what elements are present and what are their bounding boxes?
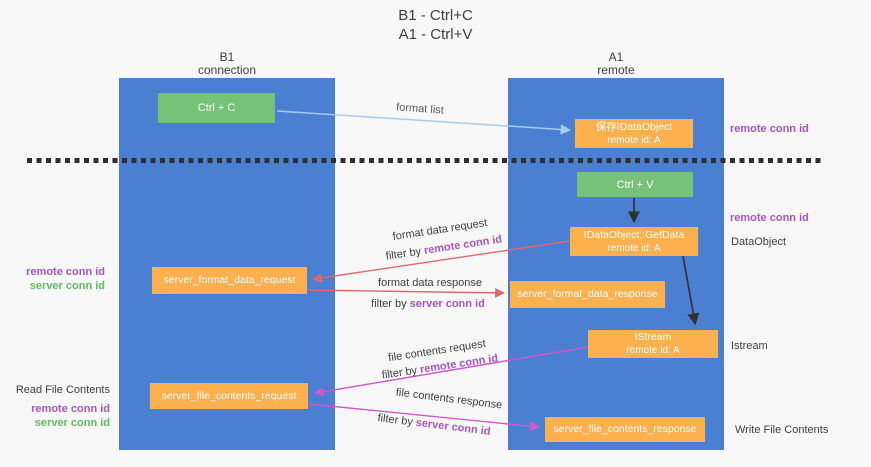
save-dataobject-line1: 保存IDataObject bbox=[595, 120, 673, 133]
left-conn-id-block-2: Read File Contents remote conn id server… bbox=[15, 383, 110, 430]
filter-remote-conn-id-1: remote conn id bbox=[423, 233, 503, 257]
istream-line1: IStream bbox=[634, 331, 672, 343]
server-file-contents-request-box: server_file_contents_request bbox=[150, 383, 308, 409]
server-format-data-request-box: server_format_data_request bbox=[152, 267, 307, 294]
left-server-conn-id-1: server conn id bbox=[29, 280, 105, 292]
filter-server-conn-id-2: server conn id bbox=[415, 416, 492, 438]
left-column-header: B1 connection bbox=[119, 51, 335, 77]
ctrl-v-box: Ctrl + V bbox=[577, 172, 693, 197]
filter-server-conn-id-1: server conn id bbox=[409, 298, 485, 310]
save-dataobject-line2: remote id: A bbox=[607, 134, 661, 146]
left-remote-conn-id-2: remote conn id bbox=[31, 403, 110, 415]
write-file-contents-label: Write File Contents bbox=[735, 424, 829, 436]
getdata-box: IDataObject::GetData remote id: A bbox=[570, 227, 698, 256]
save-dataobject-box: 保存IDataObject remote id: A bbox=[575, 119, 693, 148]
read-file-contents-label: Read File Contents bbox=[15, 384, 110, 396]
left-column-subtitle: connection bbox=[197, 63, 257, 77]
dashed-divider bbox=[27, 158, 825, 163]
istream-side-label: Istream bbox=[731, 340, 768, 352]
getdata-line2: remote id: A bbox=[607, 242, 661, 254]
istream-box: IStream remote id: A bbox=[588, 330, 718, 358]
server-format-data-request-label: server_format_data_request bbox=[163, 274, 296, 286]
server-file-contents-request-label: server_file_contents_request bbox=[161, 389, 297, 402]
istream-line2: remote id: A bbox=[626, 345, 680, 356]
right-column-subtitle: remote bbox=[597, 63, 635, 77]
server-format-data-response-label: server_format_data_response bbox=[517, 288, 658, 300]
ctrl-c-label: Ctrl + C bbox=[197, 102, 236, 114]
server-format-data-response-box: server_format_data_response bbox=[510, 281, 665, 308]
arrow-format-data-response bbox=[307, 287, 505, 298]
left-column-title: B1 bbox=[219, 50, 235, 64]
filter-by-text-2: filter by bbox=[371, 298, 407, 310]
diagram-title: B1 - Ctrl+C A1 - Ctrl+V bbox=[0, 6, 871, 44]
format-data-response-label: format data response bbox=[378, 277, 482, 289]
server-file-contents-response-label: server_file_contents_response bbox=[553, 423, 697, 435]
ctrl-c-box: Ctrl + C bbox=[158, 93, 275, 123]
filter-by-text-1: filter by bbox=[385, 245, 422, 263]
ctrl-v-label: Ctrl + V bbox=[616, 178, 654, 191]
title-line-2: A1 - Ctrl+V bbox=[398, 26, 473, 43]
getdata-line1: IDataObject::GetData bbox=[583, 228, 685, 241]
right-column-header: A1 remote bbox=[508, 51, 724, 77]
left-remote-conn-id-1: remote conn id bbox=[26, 266, 105, 278]
right-remote-conn-id-mid: remote conn id bbox=[730, 212, 809, 224]
server-file-contents-response-box: server_file_contents_response bbox=[545, 417, 705, 442]
right-remote-conn-id-top: remote conn id bbox=[730, 123, 809, 135]
left-server-conn-id-2: server conn id bbox=[34, 417, 110, 429]
dataobject-label: DataObject bbox=[731, 236, 787, 248]
filter-by-text-4: filter by bbox=[376, 412, 414, 429]
left-conn-id-block-1: remote conn id server conn id bbox=[10, 265, 105, 293]
filter-by-text-3: filter by bbox=[381, 364, 418, 382]
file-contents-response-label: file contents response bbox=[395, 386, 503, 412]
right-column-title: A1 bbox=[608, 50, 624, 64]
format-list-label: format list bbox=[395, 101, 445, 117]
title-line-1: B1 - Ctrl+C bbox=[398, 7, 473, 24]
